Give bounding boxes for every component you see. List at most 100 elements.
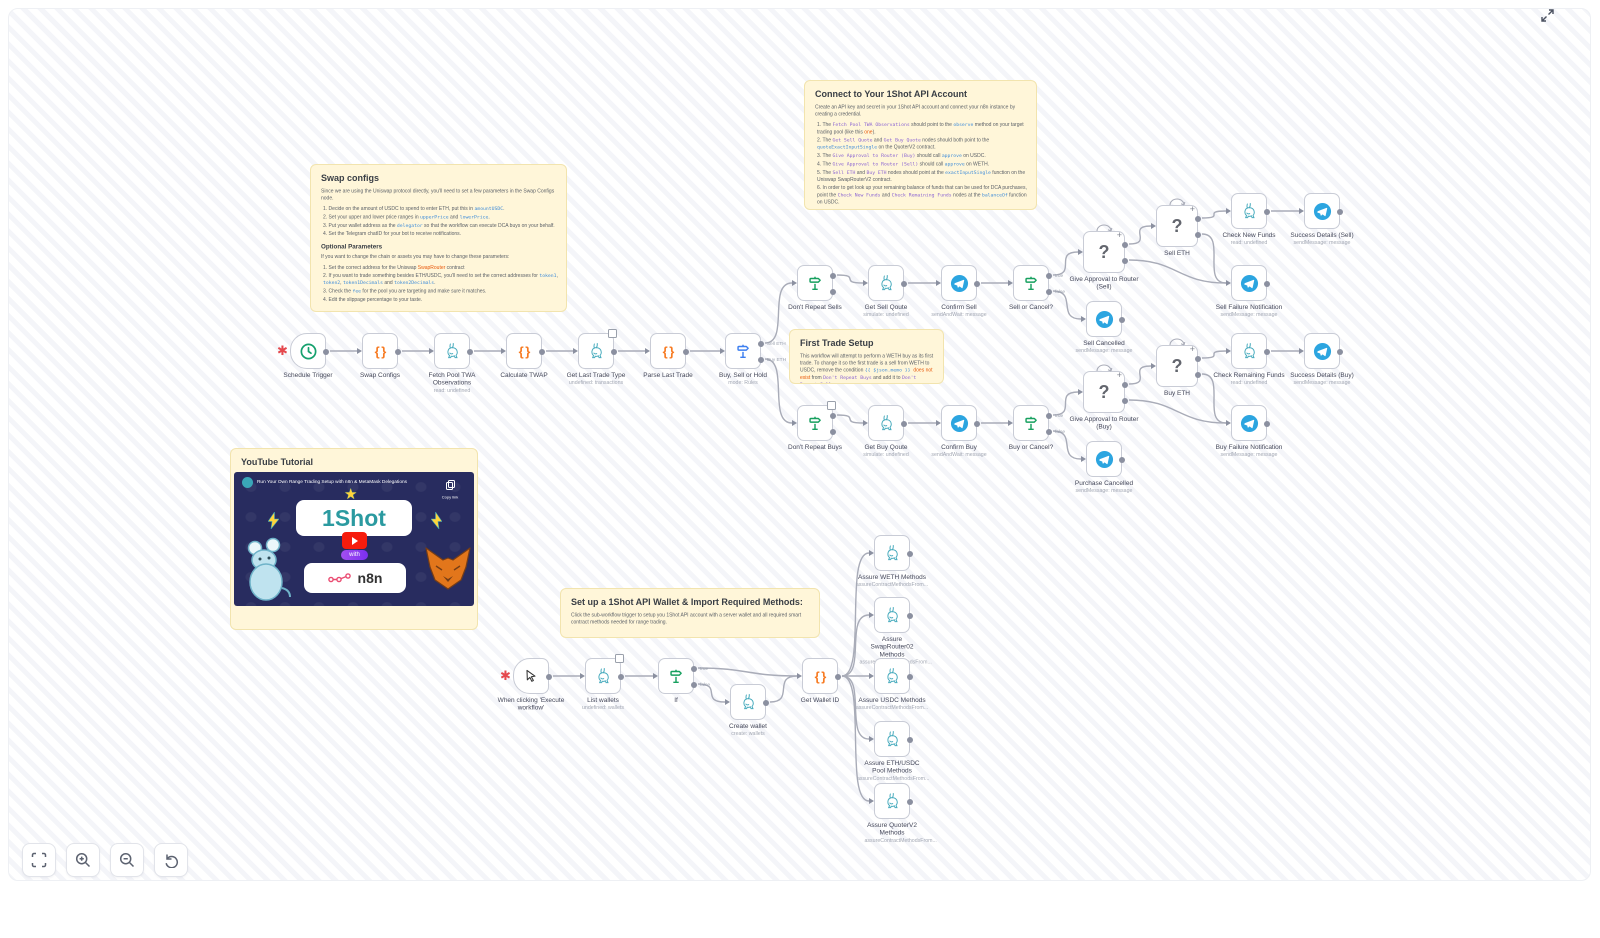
output-port[interactable]: [1264, 421, 1270, 427]
output-port[interactable]: [758, 357, 764, 363]
output-port[interactable]: [1122, 242, 1128, 248]
output-port[interactable]: [1122, 258, 1128, 264]
output-port[interactable]: [763, 700, 769, 706]
node-sell-eth[interactable]: ?+Sell ETH: [1151, 198, 1201, 257]
output-port[interactable]: [835, 674, 841, 680]
output-port[interactable]: [467, 349, 473, 355]
output-port[interactable]: [1122, 398, 1128, 404]
node-get-wallet-id[interactable]: { }Get Wallet ID: [797, 658, 841, 704]
output-port[interactable]: [830, 273, 836, 279]
output-port[interactable]: [1046, 273, 1052, 279]
output-port[interactable]: [907, 799, 913, 805]
output-port[interactable]: [907, 674, 913, 680]
output-port[interactable]: [611, 349, 617, 355]
output-port[interactable]: [830, 413, 836, 419]
output-port[interactable]: [691, 666, 697, 672]
sticky-note-youtube-tutorial[interactable]: YouTube Tutorial Run Your Own Range Trad…: [230, 448, 478, 630]
output-port[interactable]: [1119, 317, 1125, 323]
output-port[interactable]: [758, 341, 764, 347]
output-port[interactable]: [901, 281, 907, 287]
output-port[interactable]: [901, 421, 907, 427]
output-port[interactable]: [546, 674, 552, 680]
node-swap-configs[interactable]: { }Swap Configs: [357, 333, 401, 379]
output-port[interactable]: [323, 349, 329, 355]
zoom-out-button[interactable]: [110, 843, 144, 877]
node-success-details-buy[interactable]: Success Details (Buy)sendMessage: messag…: [1290, 333, 1354, 386]
output-port[interactable]: [1337, 209, 1343, 215]
node-give-approval-to-router-sell[interactable]: ?+Give Approval to Router (Sell): [1069, 224, 1139, 290]
output-port[interactable]: [539, 349, 545, 355]
output-port[interactable]: [1046, 289, 1052, 295]
youtube-video-thumbnail[interactable]: Run Your Own Range Trading Setup with n8…: [234, 472, 474, 606]
output-port[interactable]: [1119, 457, 1125, 463]
output-port[interactable]: [1046, 429, 1052, 435]
output-port[interactable]: [395, 349, 401, 355]
output-port[interactable]: [974, 281, 980, 287]
output-port[interactable]: [907, 551, 913, 557]
output-port[interactable]: [1195, 372, 1201, 378]
output-port[interactable]: [1195, 356, 1201, 362]
node-dont-repeat-sells[interactable]: Don't Repeat Sells: [788, 265, 842, 311]
play-button[interactable]: [342, 532, 367, 549]
node-when-clicking-execute-workflow[interactable]: ✱When clicking 'Execute workflow': [498, 658, 564, 711]
node-give-approval-to-router-buy[interactable]: ?+Give Approval to Router (Buy): [1069, 364, 1139, 430]
node-dont-repeat-buys[interactable]: Don't Repeat Buys: [788, 401, 842, 451]
sticky-body: Create an API key and secret in your 1Sh…: [815, 104, 1027, 205]
node-calculate-twap[interactable]: { }Calculate TWAP: [500, 333, 548, 379]
output-port[interactable]: [1122, 382, 1128, 388]
workflow-canvas[interactable]: [8, 8, 1591, 881]
output-port[interactable]: [1337, 349, 1343, 355]
copy-link-button[interactable]: Copy link: [429, 477, 471, 504]
output-port[interactable]: [907, 737, 913, 743]
output-port[interactable]: [907, 613, 913, 619]
output-port[interactable]: [691, 682, 697, 688]
output-port[interactable]: [1195, 216, 1201, 222]
output-port[interactable]: [830, 289, 836, 295]
expand-fullscreen-button[interactable]: [1539, 7, 1556, 27]
output-port[interactable]: [1264, 281, 1270, 287]
output-port[interactable]: [1264, 349, 1270, 355]
output-port[interactable]: [1195, 232, 1201, 238]
output-port[interactable]: [1046, 413, 1052, 419]
zoom-to-fit-button[interactable]: [22, 843, 56, 877]
output-port[interactable]: [618, 674, 624, 680]
node-buy-eth[interactable]: ?+Buy ETH: [1151, 338, 1201, 397]
node-schedule-trigger[interactable]: ✱Schedule Trigger: [277, 333, 333, 379]
output-port[interactable]: [683, 349, 689, 355]
node-label: Calculate TWAP: [500, 371, 548, 379]
output-port[interactable]: [1264, 209, 1270, 215]
sticky-note-setup-wallet[interactable]: Set up a 1Shot API Wallet & Import Requi…: [560, 588, 820, 638]
node-assure-swaprouter02-methods[interactable]: Assure SwapRouter02 MethodsassureContrac…: [860, 597, 932, 665]
output-port[interactable]: [974, 421, 980, 427]
node-parse-last-trade[interactable]: { }Parse Last Trade: [643, 333, 693, 379]
reset-zoom-button[interactable]: [154, 843, 188, 877]
output-port[interactable]: [830, 429, 836, 435]
node-success-details-sell[interactable]: Success Details (Sell)sendMessage: messa…: [1290, 193, 1354, 246]
zoom-in-button[interactable]: [66, 843, 100, 877]
